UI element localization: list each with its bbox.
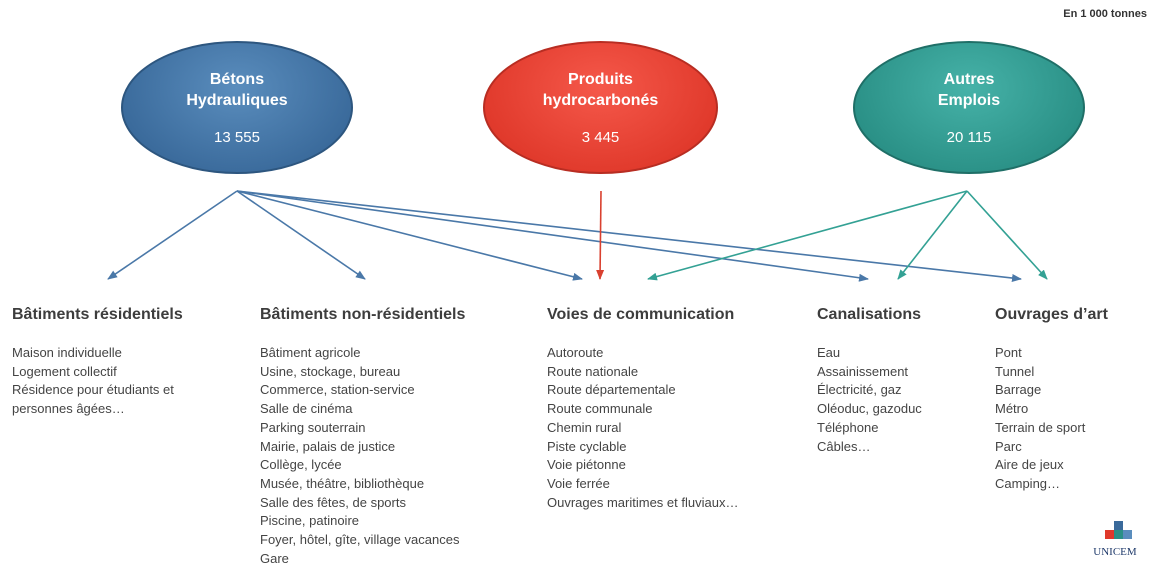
category-title: Bâtiments non-résidentiels xyxy=(260,306,466,323)
logo-square-lightblue xyxy=(1123,530,1132,539)
list-item: Résidence pour étudiants et xyxy=(12,382,174,398)
list-item: Câbles… xyxy=(817,438,871,454)
list-item: Salle des fêtes, de sports xyxy=(260,494,406,510)
list-item: Téléphone xyxy=(817,419,879,435)
category-title: Canalisations xyxy=(817,306,922,323)
list-item: Autoroute xyxy=(547,345,604,360)
source-name-line1: Produits xyxy=(568,71,633,88)
list-item: Parc xyxy=(995,438,1022,454)
arrow-betons-to-category-4 xyxy=(236,190,1022,282)
list-item: Assainissement xyxy=(817,363,909,379)
arrow-betons-to-category-2 xyxy=(236,190,583,281)
list-item: Électricité, gaz xyxy=(817,382,902,398)
unit-label: En 1 000 tonnes xyxy=(1063,8,1147,20)
unicem-logo: UNICEM xyxy=(1092,521,1138,561)
list-item: Camping… xyxy=(995,475,1061,491)
source-value: 3 445 xyxy=(581,129,620,146)
category-ouvrages-d-art: Ouvrages d’art Pont Tunnel Barrage Métro… xyxy=(995,306,1108,494)
source-value: 13 555 xyxy=(214,129,260,146)
source-name-line1: Autres xyxy=(943,71,995,88)
list-item: Commerce, station-service xyxy=(260,382,415,398)
category-batiments-residentiels: Bâtiments résidentiels Maison individuel… xyxy=(12,306,183,419)
category-title: Voies de communication xyxy=(547,306,735,323)
source-name-line2: Hydrauliques xyxy=(186,92,288,109)
list-item: Ouvrages maritimes et fluviaux… xyxy=(547,494,739,510)
list-item: Pont xyxy=(995,345,1022,360)
list-item: Terrain de sport xyxy=(995,419,1086,435)
logo-square-blue xyxy=(1114,521,1123,530)
list-item: personnes âgées… xyxy=(12,401,125,417)
arrow-autres-to-category-3 xyxy=(897,190,968,280)
logo-square-teal xyxy=(1114,530,1123,539)
category-title: Ouvrages d’art xyxy=(995,306,1108,323)
arrow-autres-to-category-4 xyxy=(966,190,1048,280)
list-item: Mairie, palais de justice xyxy=(260,438,396,454)
arrow-betons-to-category-1 xyxy=(236,190,366,280)
list-item: Tunnel xyxy=(995,363,1035,379)
category-title: Bâtiments résidentiels xyxy=(12,306,183,323)
list-item: Piscine, patinoire xyxy=(260,513,359,529)
category-batiments-non-residentiels: Bâtiments non-résidentiels Bâtiment agri… xyxy=(260,306,465,568)
logo-text: UNICEM xyxy=(1093,546,1137,558)
list-item: Usine, stockage, bureau xyxy=(260,363,401,379)
arrow-hydrocarbones-to-category-2 xyxy=(596,190,605,280)
list-item: Route communale xyxy=(547,401,653,417)
source-name-line2: hydrocarbonés xyxy=(542,92,659,109)
source-value: 20 115 xyxy=(946,129,992,146)
category-canalisations: Canalisations Eau Assainissement Électri… xyxy=(817,306,922,456)
list-item: Salle de cinéma xyxy=(260,401,353,417)
source-produits-hydrocarbones: Produits hydrocarbonés 3 445 xyxy=(483,41,718,174)
list-item: Voie ferrée xyxy=(547,475,610,491)
list-item: Aire de jeux xyxy=(995,457,1064,473)
list-item: Oléoduc, gazoduc xyxy=(817,401,922,417)
list-item: Chemin rural xyxy=(547,419,622,435)
list-item: Route départementale xyxy=(547,382,676,398)
arrow-betons-to-category-0 xyxy=(107,190,238,280)
list-item: Bâtiment agricole xyxy=(260,345,361,360)
list-item: Barrage xyxy=(995,382,1042,398)
source-autres-emplois: Autres Emplois 20 115 xyxy=(853,41,1085,174)
list-item: Piste cyclable xyxy=(547,438,627,454)
logo-square-red xyxy=(1105,530,1114,539)
source-name-line1: Bétons xyxy=(209,71,265,88)
list-item: Foyer, hôtel, gîte, village vacances xyxy=(260,532,460,548)
source-name-line2: Emplois xyxy=(937,92,1001,109)
category-voies-de-communication: Voies de communication Autoroute Route n… xyxy=(547,306,738,512)
list-item: Musée, théâtre, bibliothèque xyxy=(260,475,425,491)
list-item: Logement collectif xyxy=(12,363,117,379)
list-item: Métro xyxy=(995,401,1029,417)
list-item: Parking souterrain xyxy=(260,419,366,435)
arrow-autres-to-category-2 xyxy=(647,190,968,281)
flow-arrows xyxy=(107,190,1048,282)
list-item: Collège, lycée xyxy=(260,457,342,473)
list-item: Voie piétonne xyxy=(547,457,626,473)
list-item: Gare xyxy=(260,550,289,566)
source-betons-hydrauliques: Bétons Hydrauliques 13 555 xyxy=(121,41,353,174)
arrow-betons-to-category-3 xyxy=(236,190,869,282)
list-item: Maison individuelle xyxy=(12,345,122,360)
list-item: Eau xyxy=(817,345,841,360)
list-item: Route nationale xyxy=(547,363,639,379)
